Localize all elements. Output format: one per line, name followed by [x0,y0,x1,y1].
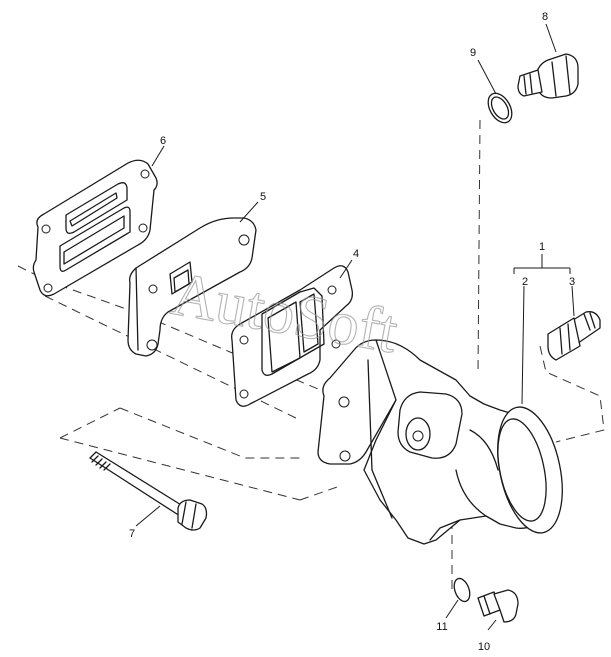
callout-11: 11 [436,621,447,633]
callouts: 6 5 4 8 9 1 2 3 7 11 10 [129,11,575,653]
callout-1: 1 [539,241,545,253]
leader-lines [135,23,575,631]
callout-4: 4 [353,248,359,260]
callout-2: 2 [522,276,528,288]
part-7-bolt [89,451,208,531]
part-6-gasket [32,159,158,297]
callout-5: 5 [260,191,266,203]
callout-7: 7 [129,528,135,540]
part-11-ring [453,577,471,603]
callout-9: 9 [470,47,476,59]
part-5-plate [127,217,257,357]
part-10-plug [477,589,519,623]
callout-8: 8 [542,11,548,23]
part-1-housing [317,339,563,545]
part-3-fitting [547,311,601,361]
part-8-plug [517,53,579,99]
callout-10: 10 [478,641,490,653]
part-9-seal-ring [487,92,513,124]
callout-6: 6 [160,135,166,147]
part-4-gasket [231,265,354,407]
callout-3: 3 [569,276,575,288]
